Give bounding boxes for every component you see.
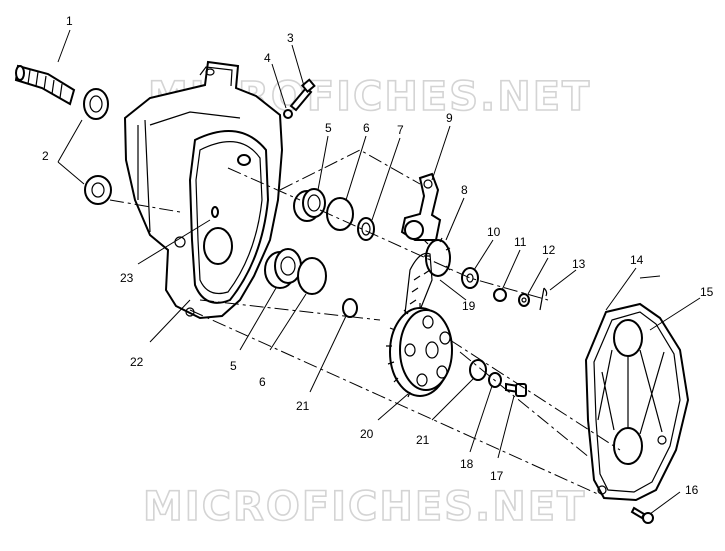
callout-18: 18	[460, 457, 474, 471]
callout-4: 4	[264, 51, 271, 65]
assembly-lines	[109, 149, 621, 496]
bolt-3-drawing	[289, 78, 316, 112]
callout-8: 8	[461, 183, 468, 197]
leader-lines	[57, 29, 701, 515]
callout-5-lower: 5	[230, 359, 237, 373]
bearing-lower-drawing	[264, 248, 302, 289]
callout-22: 22	[130, 355, 144, 369]
callout-21-lower: 21	[416, 433, 430, 447]
bolt-17-drawing	[505, 382, 527, 397]
callout-21-upper: 21	[296, 399, 310, 413]
callout-10: 10	[487, 225, 501, 239]
tensioner-9-drawing	[400, 172, 442, 241]
bolt-16-drawing	[630, 506, 654, 524]
oring-lower-drawing	[297, 257, 327, 295]
callout-7: 7	[397, 123, 404, 137]
washer-4-drawing	[283, 109, 293, 119]
callout-1: 1	[66, 14, 73, 28]
callout-numbers: 1 2 3 4 5 6 7 8 9 10 11 12 13 14 15 16 1…	[42, 14, 714, 497]
oring-upper-drawing	[326, 197, 354, 231]
chaincase-housing-drawing	[123, 60, 284, 320]
chaincase-cover-drawing	[584, 302, 690, 502]
callout-6-upper: 6	[363, 121, 370, 135]
callout-16: 16	[685, 483, 699, 497]
seal-lower-drawing	[84, 175, 112, 205]
callout-6-lower: 6	[259, 375, 266, 389]
pin-13-drawing	[539, 287, 548, 311]
callout-14: 14	[630, 253, 644, 267]
seal-upper-drawing	[83, 88, 109, 120]
sprocket-large-drawing	[386, 303, 453, 398]
callout-20: 20	[360, 427, 374, 441]
callout-13: 13	[572, 257, 586, 271]
callout-23: 23	[120, 271, 134, 285]
bearing-upper-drawing	[293, 188, 326, 222]
callout-9: 9	[446, 111, 453, 125]
callout-15: 15	[700, 285, 714, 299]
nut-11-drawing	[493, 288, 507, 302]
washer-21-lower-drawing	[469, 359, 487, 381]
callout-12: 12	[542, 243, 556, 257]
cotter-12-drawing	[518, 293, 530, 307]
washer-21-upper-drawing	[342, 298, 358, 318]
callout-11: 11	[514, 235, 527, 249]
bushing-7-drawing	[357, 217, 375, 241]
callout-19: 19	[462, 299, 476, 313]
watermark-bottom: MICROFICHES.NET	[143, 484, 586, 530]
sprocket-small-drawing	[423, 237, 451, 277]
callout-17: 17	[490, 469, 504, 483]
input-shaft-drawing	[14, 64, 76, 106]
callout-5-upper: 5	[325, 121, 332, 135]
washer-10-drawing	[461, 267, 479, 289]
callout-2: 2	[42, 149, 49, 163]
callout-3: 3	[287, 31, 294, 45]
